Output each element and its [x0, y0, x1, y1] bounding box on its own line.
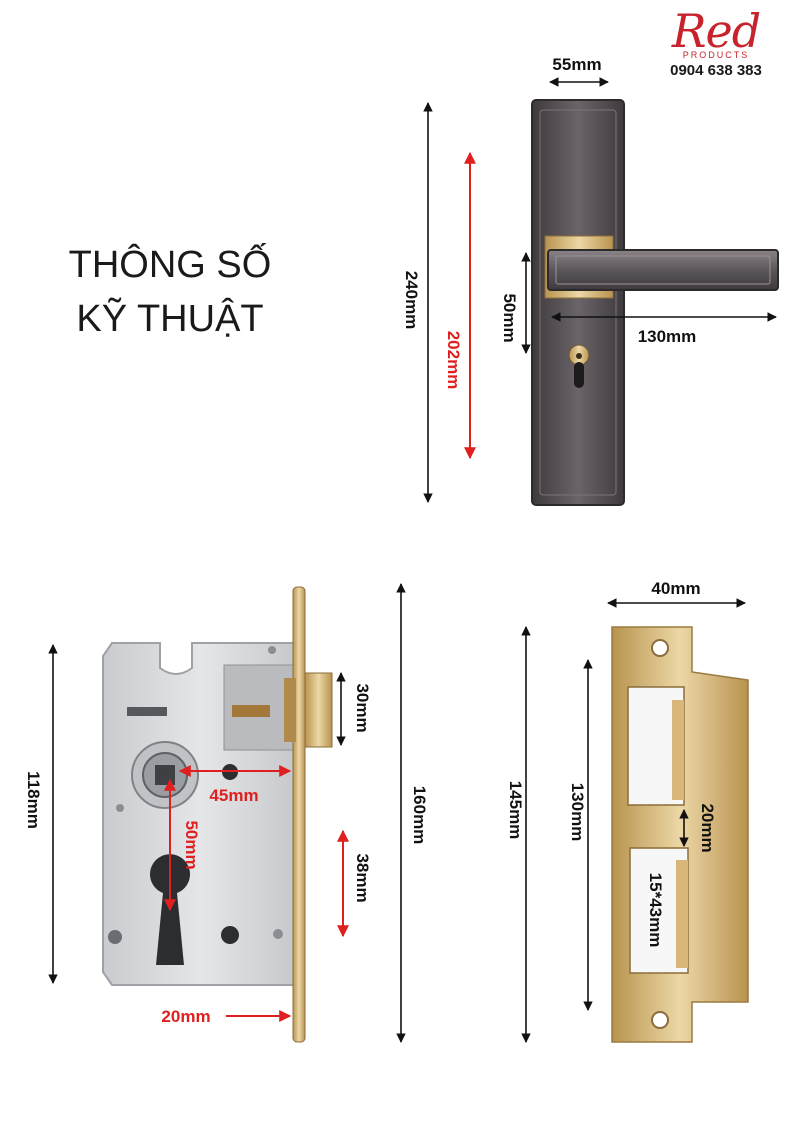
label-backset: 45mm: [209, 786, 258, 805]
brand-phone: 0904 638 383: [670, 62, 762, 79]
strike-plate: [611, 626, 749, 1043]
label-deadbolt: 38mm: [353, 853, 372, 902]
brand-name: Red: [671, 4, 761, 58]
brand-logo: Red PRODUCTS 0904 638 383: [656, 8, 776, 79]
title-line-2: KỸ THUẬT: [76, 298, 264, 340]
label-strike-gap: 20mm: [698, 803, 717, 852]
brand-sub: PRODUCTS: [682, 50, 750, 60]
label-strike-slot: 15*43mm: [646, 873, 665, 948]
lock-body: [102, 586, 333, 1043]
title-line-1: THÔNG SỐ: [68, 244, 272, 286]
door-handle: [531, 99, 779, 506]
label-hole-spacing: 202mm: [444, 331, 463, 390]
label-strike-height: 145mm: [506, 781, 525, 840]
label-latch: 30mm: [353, 683, 372, 732]
label-lock-body-height: 118mm: [24, 771, 43, 829]
label-strike-width: 40mm: [651, 579, 700, 598]
label-lever-length: 130mm: [638, 327, 697, 346]
page-title: THÔNG SỐ KỸ THUẬT: [40, 238, 300, 346]
label-handle-height: 240mm: [402, 271, 421, 330]
label-lock-bottom: 20mm: [161, 1007, 210, 1026]
label-center-distance: 50mm: [182, 820, 201, 869]
label-lever-offset: 50mm: [500, 293, 519, 342]
label-handle-width: 55mm: [552, 55, 601, 74]
label-faceplate: 160mm: [410, 786, 429, 845]
label-strike-inner: 130mm: [568, 783, 587, 842]
